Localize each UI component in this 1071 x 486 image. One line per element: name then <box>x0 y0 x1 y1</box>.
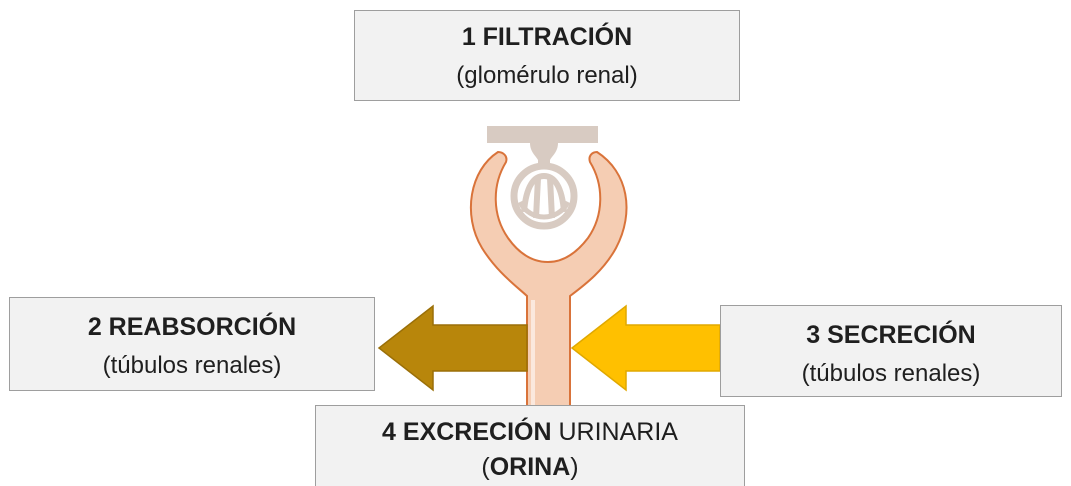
excretion-product-name: ORINA <box>489 453 571 481</box>
glomerulus-icon <box>487 126 598 230</box>
filtration-title: 1 FILTRACIÓN <box>461 23 633 51</box>
arrow-left-icon <box>377 304 528 392</box>
reabsorption-title: 2 REABSORCIÓN <box>87 313 297 341</box>
excretion-paren-open: ( <box>481 453 490 481</box>
secretion-box: 3 SECRECIÓN (túbulos renales) <box>720 305 1062 397</box>
excretion-product: (ORINA) <box>316 452 744 482</box>
secretion-title: 3 SECRECIÓN <box>806 321 976 349</box>
nephron-tubule-icon <box>469 150 628 421</box>
reabsorption-box: 2 REABSORCIÓN (túbulos renales) <box>9 297 375 391</box>
arrow-left-icon <box>570 304 721 392</box>
excretion-title: 4 EXCRECIÓN URINARIA <box>316 417 744 447</box>
excretion-paren-close: ) <box>570 453 579 481</box>
excretion-title-rest: URINARIA <box>551 418 678 446</box>
secretion-subtitle: (túbulos renales) <box>801 360 981 387</box>
filtration-subtitle: (glomérulo renal) <box>456 62 638 89</box>
excretion-box: 4 EXCRECIÓN URINARIA (ORINA) <box>315 405 745 486</box>
reabsorption-subtitle: (túbulos renales) <box>102 352 282 379</box>
filtration-box: 1 FILTRACIÓN (glomérulo renal) <box>354 10 740 101</box>
excretion-title-bold: 4 EXCRECIÓN <box>382 418 552 446</box>
